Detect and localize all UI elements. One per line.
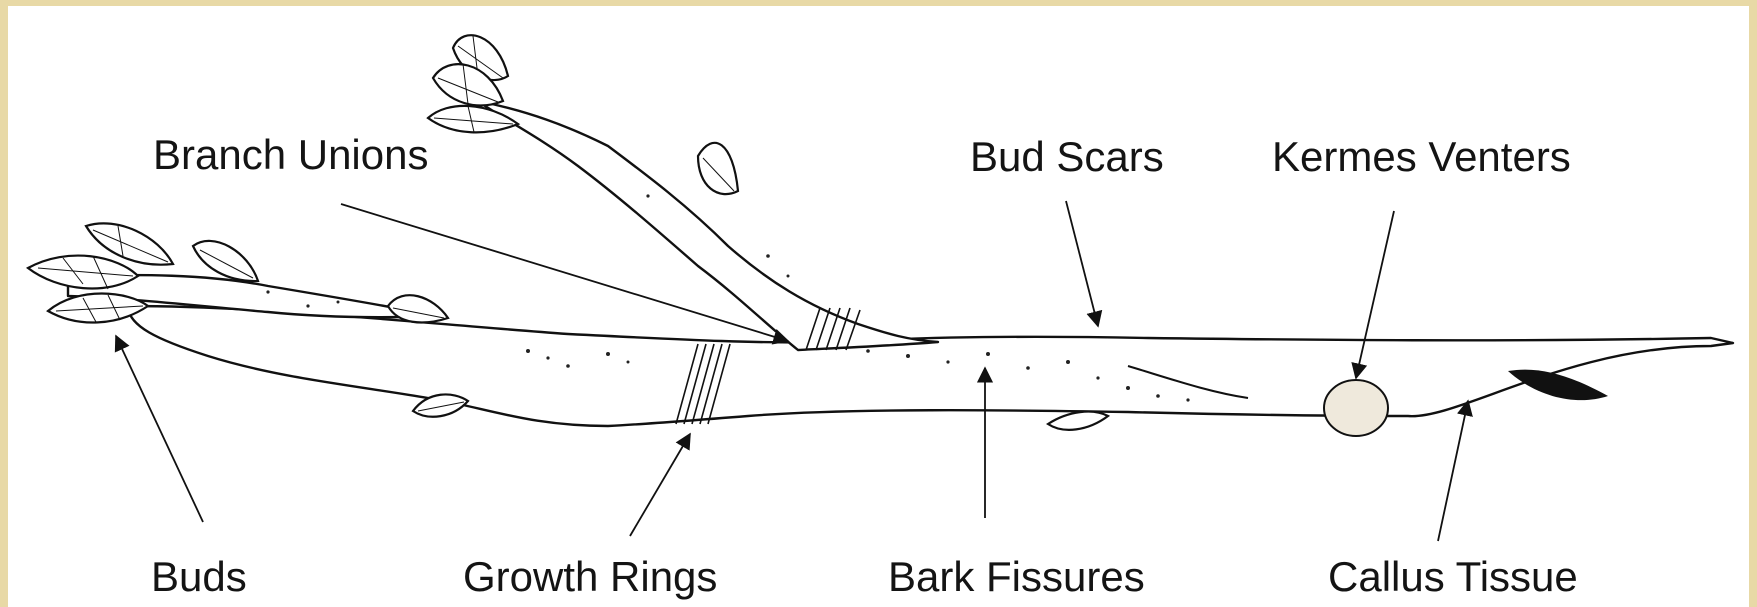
leader-growth-rings <box>630 434 690 536</box>
kermes-venter <box>1324 380 1388 436</box>
main-stem <box>128 306 1733 426</box>
leader-bud-scars <box>1066 201 1098 326</box>
label-bud-scars: Bud Scars <box>970 136 1164 178</box>
twig-illustration <box>8 6 1749 607</box>
upper-branch <box>478 101 938 350</box>
bud-cluster-top <box>428 35 518 132</box>
side-bud-4 <box>1048 412 1108 430</box>
label-growth-rings: Growth Rings <box>463 556 717 598</box>
label-kermes-venters: Kermes Venters <box>1272 136 1571 178</box>
label-branch-unions: Branch Unions <box>153 134 428 176</box>
label-callus-tissue: Callus Tissue <box>1328 556 1578 598</box>
leader-callus-tissue <box>1438 401 1468 541</box>
side-bud-1 <box>698 143 738 194</box>
label-bark-fissures: Bark Fissures <box>888 556 1145 598</box>
diagram-frame: Branch Unions Bud Scars Kermes Venters B… <box>8 6 1749 607</box>
leader-buds <box>116 336 203 522</box>
callus-mark <box>1508 370 1608 401</box>
label-buds: Buds <box>151 556 247 598</box>
